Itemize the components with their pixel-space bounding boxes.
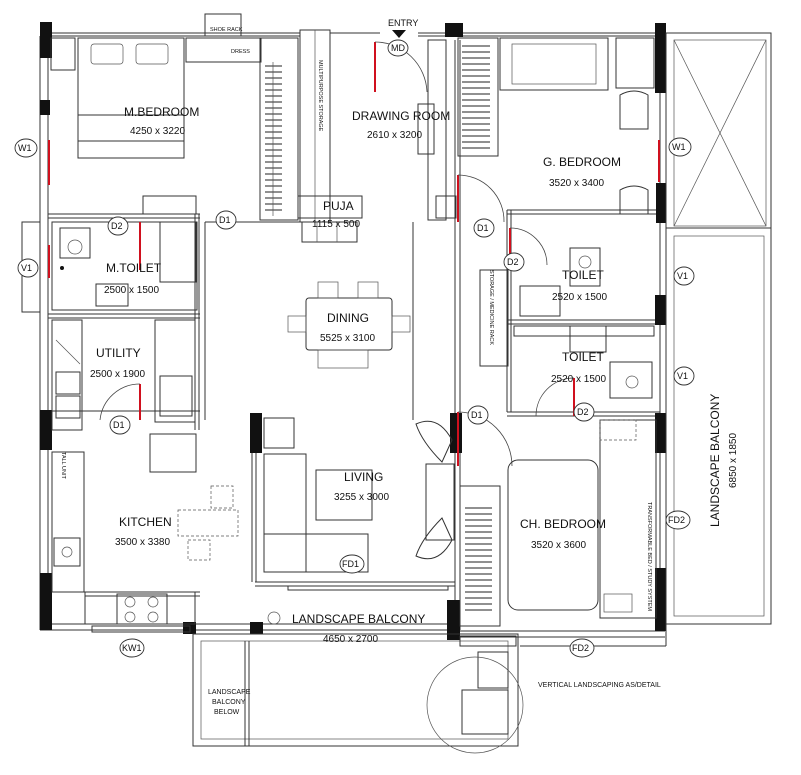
utility-dim: 2500 x 1900 [90,369,145,380]
gbed-dim: 3520 x 3400 [549,178,604,189]
living-name: LIVING [344,470,383,484]
gbed-name: G. BEDROOM [543,155,621,169]
toilet1-name: TOILET [562,268,604,282]
puja-name: PUJA [323,199,354,213]
living-dim: 3255 x 3000 [334,492,389,503]
tall-unit-note: TALL UNIT [60,452,66,480]
dining-name: DINING [327,311,369,325]
tag-d1-gbed: D1 [477,223,489,233]
columns [40,22,666,640]
tag-w1-right: W1 [672,142,686,152]
lbal2-name: LANDSCAPE BALCONY [708,394,722,527]
puja-dim: 1115 x 500 [312,219,360,230]
master-toilet-fixtures [21,221,198,313]
vertical-landscaping-note: VERTICAL LANDSCAPING AS/DETAIL [538,682,661,689]
drawing-name: DRAWING ROOM [352,109,450,123]
transformable-note: TRANSFORMABLE BED / STUDY SYSTEM [646,502,652,611]
multipurpose-note: MULTIPURPOSE STORAGE [317,60,323,132]
toilet1-dim: 2520 x 1500 [552,292,607,303]
lb-below-line3: BELOW [214,709,240,716]
chbed-name: CH. BEDROOM [520,517,606,531]
kitchen-fixtures [51,451,239,633]
terrace-top-right [665,32,772,229]
mtoilet-dim: 2500 x 1500 [104,285,159,296]
mbed-dim: 4250 x 3220 [130,126,185,137]
tag-d2-toilet2: D2 [577,407,589,417]
tag-d1-chbed: D1 [471,410,483,420]
lbal1-dim: 4650 x 2700 [323,634,378,645]
child-bedroom-furniture [459,419,657,647]
lbal2-dim: 6850 x 1850 [728,433,739,488]
entry-label: ENTRY [388,18,418,28]
tag-v1-left: V1 [21,263,32,273]
dress-note: DRESS [231,49,250,55]
tag-v1-right-top: V1 [677,271,688,281]
tag-d1-mbed: D1 [219,215,231,225]
kitchen-name: KITCHEN [119,515,172,529]
tags: MD W1 W1 V1 V1 V1 D2 D1 D1 D2 D1 D1 D2 F… [14,39,695,658]
tag-v1-right-bottom: V1 [677,371,688,381]
tag-d2-toilet1: D2 [507,257,519,267]
chbed-dim: 3520 x 3600 [531,540,586,551]
multipurpose-storage [297,29,363,243]
tag-fd2-bottom: FD2 [572,643,589,653]
guest-bedroom-furniture [457,37,660,223]
tag-d1-utility: D1 [113,420,125,430]
dining-dim: 5525 x 3100 [320,333,375,344]
tag-kw1: KW1 [122,643,142,653]
kitchen-dim: 3500 x 3380 [115,537,170,548]
labels: ENTRY M.BEDROOM 4250 x 3220 DRAWING ROOM… [60,18,739,716]
tag-w1-left: W1 [18,143,32,153]
dining-furniture [287,281,411,369]
bottom-balconies [192,633,524,754]
tag-fd1: FD1 [342,559,359,569]
tag-d2-mtoilet: D2 [111,221,123,231]
shoe-rack-note: SHOE RACK [210,27,243,33]
toilet2-name: TOILET [562,350,604,364]
mbed-name: M.BEDROOM [124,105,199,119]
tag-md: MD [391,43,405,53]
lb-below-line2: BALCONY [212,699,246,706]
drawing-room-fixtures [374,30,457,221]
lbal1-name: LANDSCAPE BALCONY [292,612,425,626]
utility-fixtures [51,319,197,473]
master-bedroom-furniture [48,13,299,221]
lb-below-line1: LANDSCAPE [208,689,251,696]
mtoilet-name: M.TOILET [106,261,162,275]
tag-fd2-right: FD2 [668,515,685,525]
right-toilets-fixtures [479,227,655,417]
toilet2-dim: 2520 x 1500 [551,374,606,385]
drawing-dim: 2610 x 3200 [367,130,422,141]
utility-name: UTILITY [96,346,141,360]
storage-rack-note: STORAGE / MEDICINE RACK [488,270,494,345]
